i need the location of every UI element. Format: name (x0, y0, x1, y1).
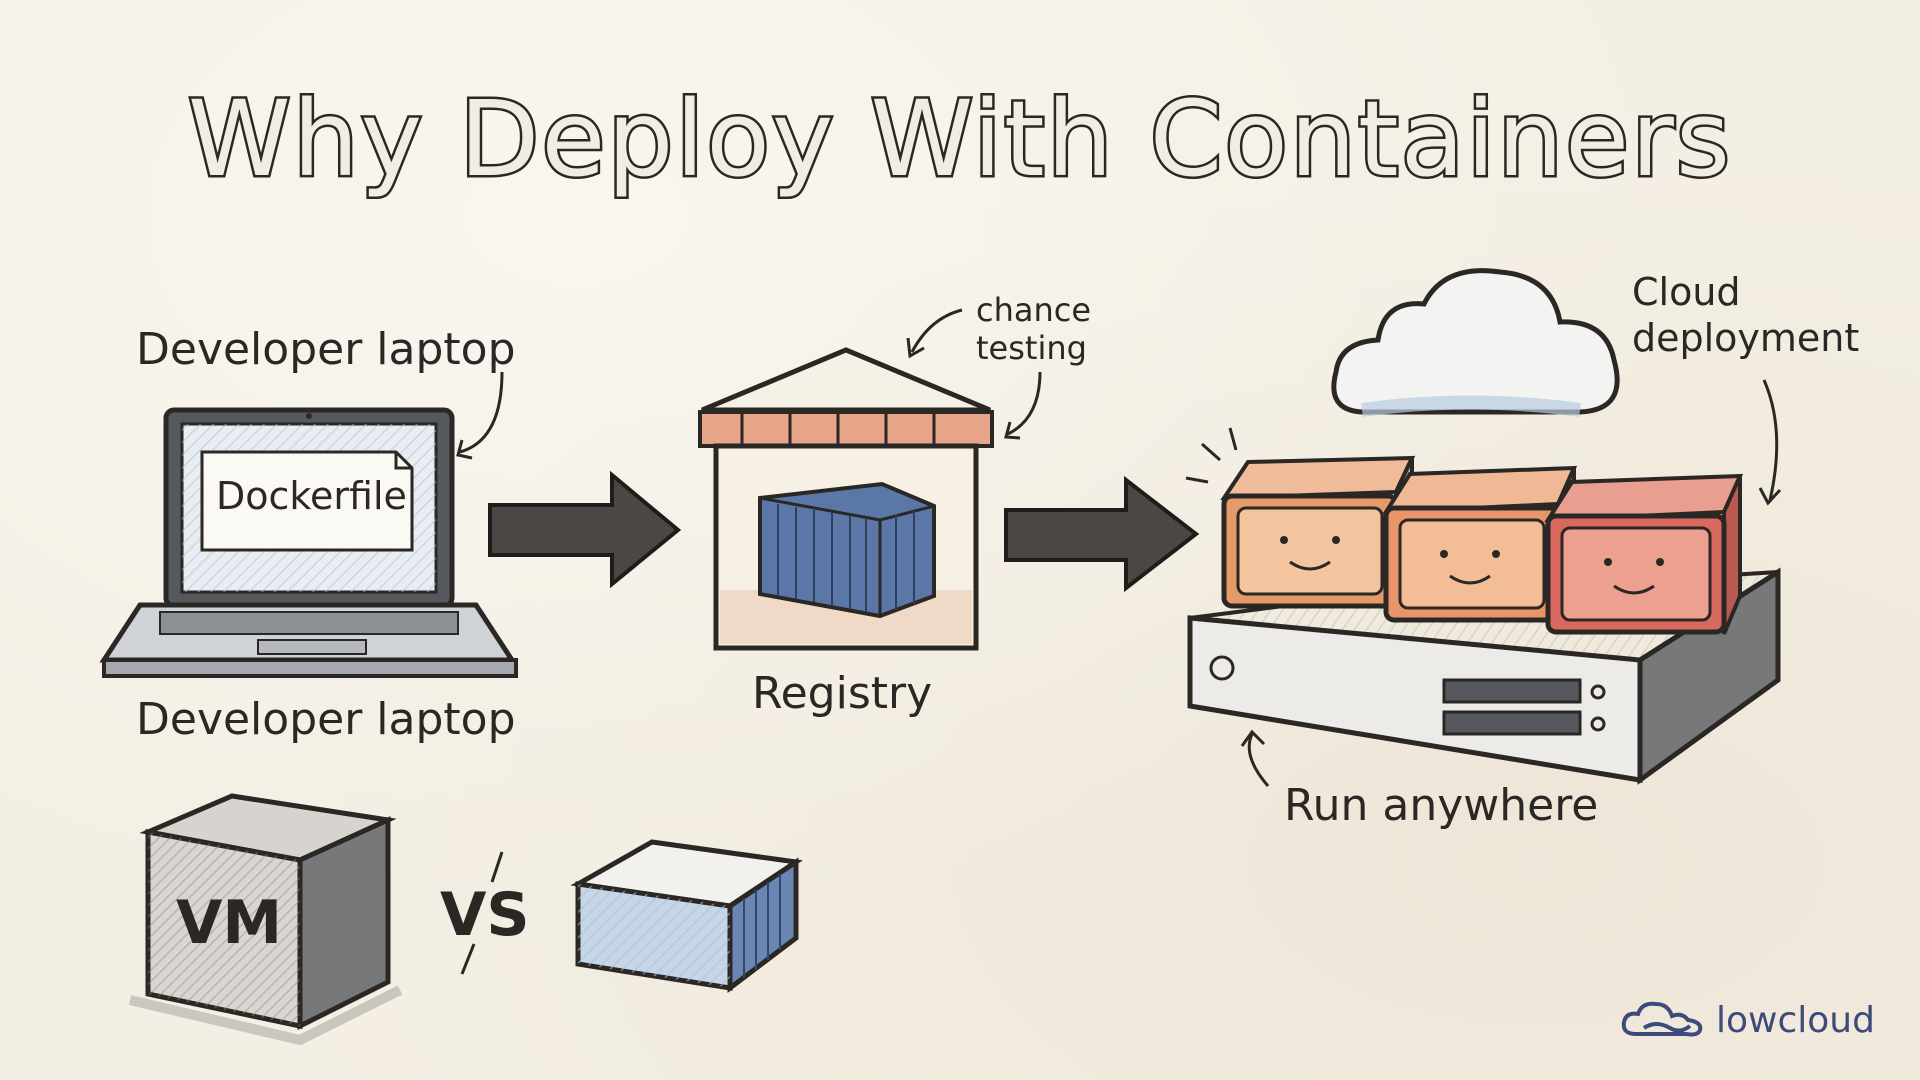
vm-box-icon (128, 793, 403, 1046)
cloud-label-line2: deployment (1632, 316, 1860, 360)
note-pointer-bottom (1007, 371, 1042, 436)
vm-label: VM (176, 888, 283, 958)
dockerfile-note (200, 450, 414, 552)
note-label-line2: testing (976, 329, 1087, 367)
shipping-container-icon (758, 481, 936, 619)
note-label-line1: chance (976, 291, 1092, 329)
run-pointer (1247, 733, 1270, 787)
brand-logo: lowcloud (1620, 998, 1875, 1042)
laptop-label-top: Developer laptop (136, 324, 516, 375)
dockerfile-label: Dockerfile (216, 474, 407, 518)
laptop-pointer (459, 371, 504, 454)
cloud-logo-icon (1621, 1001, 1703, 1037)
laptop-label-bottom: Developer laptop (136, 694, 516, 745)
vs-slash (460, 851, 504, 975)
page-title: Why Deploy With Containers (185, 76, 1733, 203)
shipping-container-icon (570, 839, 803, 994)
arrow-icon (488, 470, 682, 589)
sparkle-marks (1185, 427, 1238, 484)
crate-icon (1382, 465, 1578, 623)
cloud-icon (1331, 268, 1620, 417)
run-anywhere-label: Run anywhere (1284, 780, 1599, 831)
laptop-icon (99, 407, 518, 678)
cloud-pointer (1762, 379, 1779, 501)
brand-name: lowcloud (1716, 999, 1875, 1041)
registry-label: Registry (752, 668, 933, 719)
arrow-icon (1004, 475, 1200, 593)
vs-label: VS (440, 880, 530, 950)
crate-icon (1544, 473, 1744, 635)
note-pointer-top (910, 308, 963, 353)
cloud-label-line1: Cloud (1632, 270, 1741, 314)
